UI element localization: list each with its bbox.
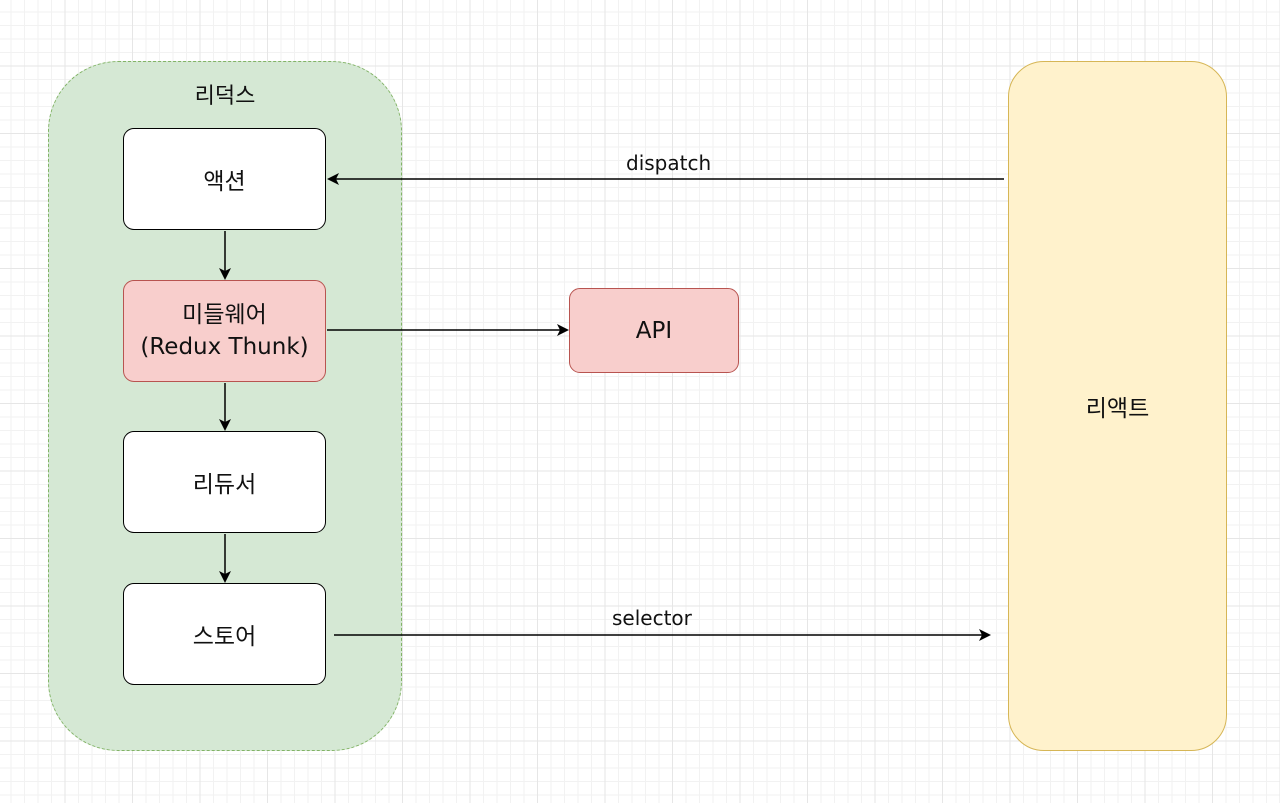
action-node-label: 액션 [203,169,246,195]
redux-group-title: 리덕스 [194,84,256,109]
dispatch-edge-label: dispatch [626,151,712,175]
api-node-label: API [635,317,673,344]
store-node-label: 스토어 [192,624,257,650]
action-node: 액션 [123,128,326,230]
store-node: 스토어 [123,583,326,685]
middleware-node-label: 미들웨어 [182,302,267,328]
react-group: 리액트 [1008,61,1227,751]
middleware-node: 미들웨어 (Redux Thunk) [123,280,326,382]
reducer-node: 리듀서 [123,431,326,533]
react-group-title: 리액트 [1085,396,1150,422]
reducer-node-label: 리듀서 [192,472,257,498]
middleware-node-sublabel: (Redux Thunk) [140,334,309,360]
api-node: API [569,288,739,373]
selector-edge-label: selector [612,606,692,630]
